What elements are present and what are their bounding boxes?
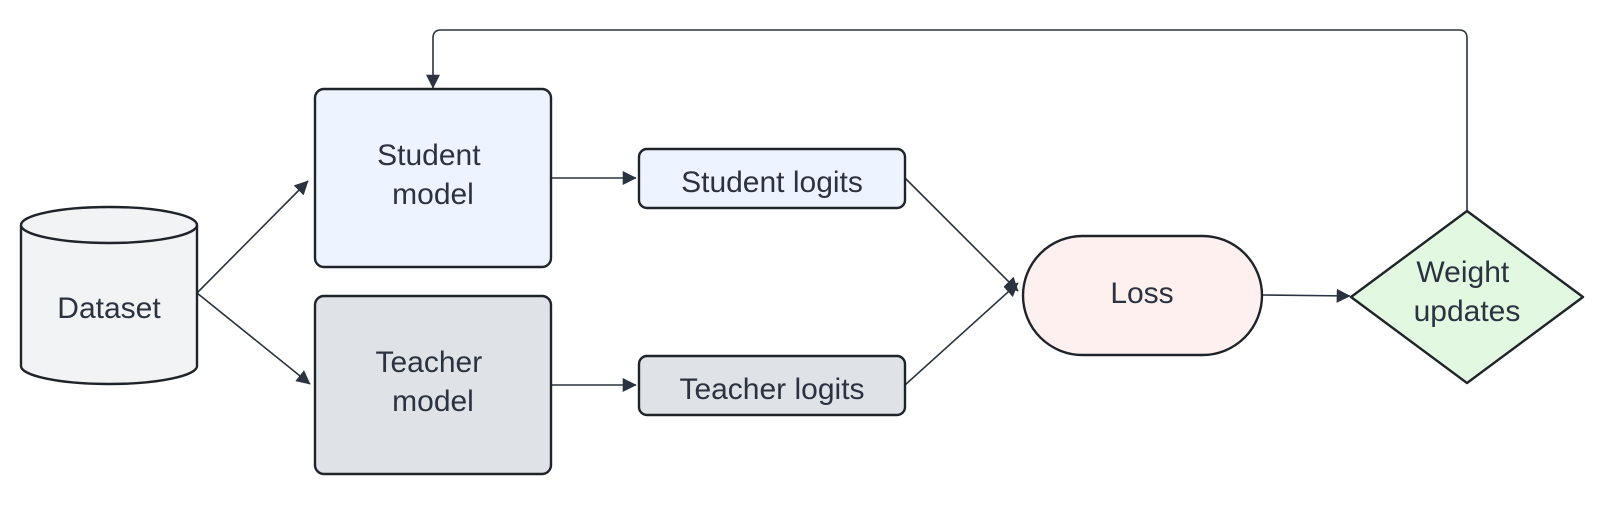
weight-updates-label: Weight updates	[1414, 256, 1521, 328]
edge-weight-updates-feedback-to-student	[426, 29, 1468, 210]
teacher-logits-box	[637, 354, 907, 417]
weight-updates-label-line1: Weight	[1416, 256, 1509, 289]
edge-loss-to-weight-updates	[1261, 288, 1351, 303]
teacher-model-label-line1: Teacher	[375, 346, 482, 379]
dataset-cylinder-top	[19, 205, 199, 245]
edge-teacher-logits-to-loss	[904, 282, 1019, 386]
teacher-model-label-line2: model	[392, 385, 474, 418]
edges	[196, 29, 1468, 392]
teacher-model-node[interactable]: Teacher model	[313, 294, 553, 476]
student-model-label-line2: model	[392, 178, 474, 211]
student-logits-node[interactable]: Student logits	[637, 147, 907, 210]
dataset-cylinder-body	[19, 225, 199, 386]
student-model-label-line1: Student	[377, 139, 481, 172]
teacher-model-box	[313, 294, 553, 476]
cylinder-icon	[19, 205, 199, 386]
dataset-node[interactable]: Dataset	[19, 205, 199, 386]
edge-dataset-to-student	[196, 180, 309, 294]
weight-updates-diamond	[1349, 209, 1585, 385]
weight-updates-label-line2: updates	[1414, 295, 1521, 328]
student-model-node[interactable]: Student model	[313, 87, 553, 269]
loss-pill	[1021, 234, 1264, 357]
student-model-label: Student model	[377, 139, 489, 211]
edge-student-logits-to-loss	[904, 177, 1019, 292]
teacher-logits-node[interactable]: Teacher logits	[637, 354, 907, 417]
teacher-model-label: Teacher model	[375, 346, 490, 418]
teacher-logits-label: Teacher logits	[679, 373, 864, 406]
loss-label: Loss	[1110, 277, 1173, 310]
student-logits-label: Student logits	[681, 166, 863, 199]
loss-node[interactable]: Loss	[1021, 234, 1264, 357]
edge-dataset-to-teacher	[196, 292, 311, 385]
weight-updates-node[interactable]: Weight updates	[1349, 209, 1585, 385]
dataset-label: Dataset	[57, 292, 161, 325]
student-model-box	[313, 87, 553, 269]
student-logits-box	[637, 147, 907, 210]
